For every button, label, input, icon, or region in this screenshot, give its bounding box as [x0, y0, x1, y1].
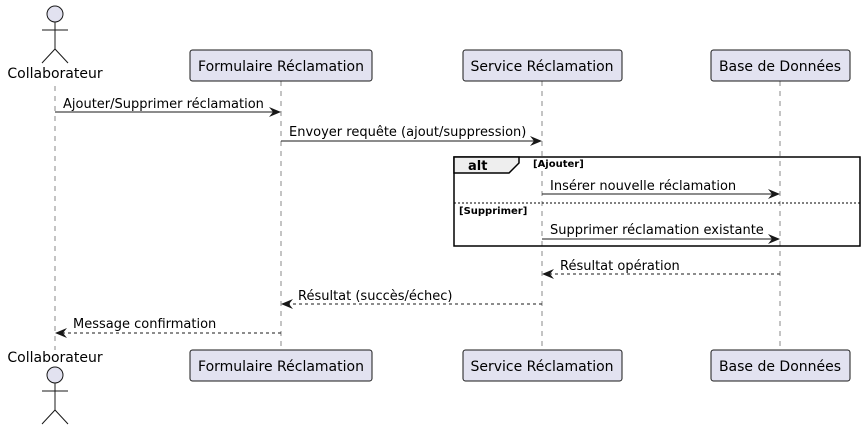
- participant-label: Formulaire Réclamation: [198, 359, 364, 375]
- message-label: Message confirmation: [73, 317, 216, 332]
- actor-icon-top: [41, 5, 69, 64]
- message-label: Supprimer réclamation existante: [550, 223, 764, 238]
- message-label: Envoyer requête (ajout/suppression): [289, 125, 526, 140]
- participant-label: Service Réclamation: [470, 59, 613, 75]
- message-confirmation: Message confirmation: [55, 317, 281, 338]
- actor-label-bottom: Collaborateur: [7, 350, 102, 366]
- message-resultat-operation: Résultat opération: [542, 259, 780, 279]
- participant-label: Base de Données: [719, 59, 841, 75]
- participant-formulaire-top: Formulaire Réclamation: [189, 49, 373, 82]
- alt-fragment: alt [Ajouter] [Supprimer]: [453, 156, 861, 247]
- actor-icon-bottom: [41, 366, 69, 425]
- message-supprimer-existante: Supprimer réclamation existante: [542, 223, 780, 244]
- participant-formulaire-bottom: Formulaire Réclamation: [189, 349, 373, 382]
- participant-base-de-donnees-top: Base de Données: [710, 49, 851, 82]
- alt-condition-supprimer: [Supprimer]: [459, 206, 527, 217]
- alt-keyword: alt: [468, 159, 487, 174]
- participant-label: Base de Données: [719, 359, 841, 375]
- message-label: Résultat opération: [560, 259, 680, 274]
- alt-condition-ajouter: [Ajouter]: [533, 159, 584, 170]
- message-resultat-succes-echec: Résultat (succès/échec): [281, 289, 542, 309]
- participant-service-bottom: Service Réclamation: [462, 349, 623, 382]
- participant-label: Service Réclamation: [470, 359, 613, 375]
- participant-label: Formulaire Réclamation: [198, 59, 364, 75]
- message-ajouter-supprimer: Ajouter/Supprimer réclamation: [55, 97, 281, 117]
- message-label: Insérer nouvelle réclamation: [550, 179, 736, 194]
- message-label: Ajouter/Supprimer réclamation: [63, 97, 264, 112]
- message-label: Résultat (succès/échec): [298, 289, 453, 304]
- actor-label-top: Collaborateur: [7, 66, 102, 82]
- participant-service-top: Service Réclamation: [462, 49, 623, 82]
- message-inserer: Insérer nouvelle réclamation: [542, 179, 780, 199]
- participant-base-de-donnees-bottom: Base de Données: [710, 349, 851, 382]
- message-envoyer-requete: Envoyer requête (ajout/suppression): [281, 125, 542, 146]
